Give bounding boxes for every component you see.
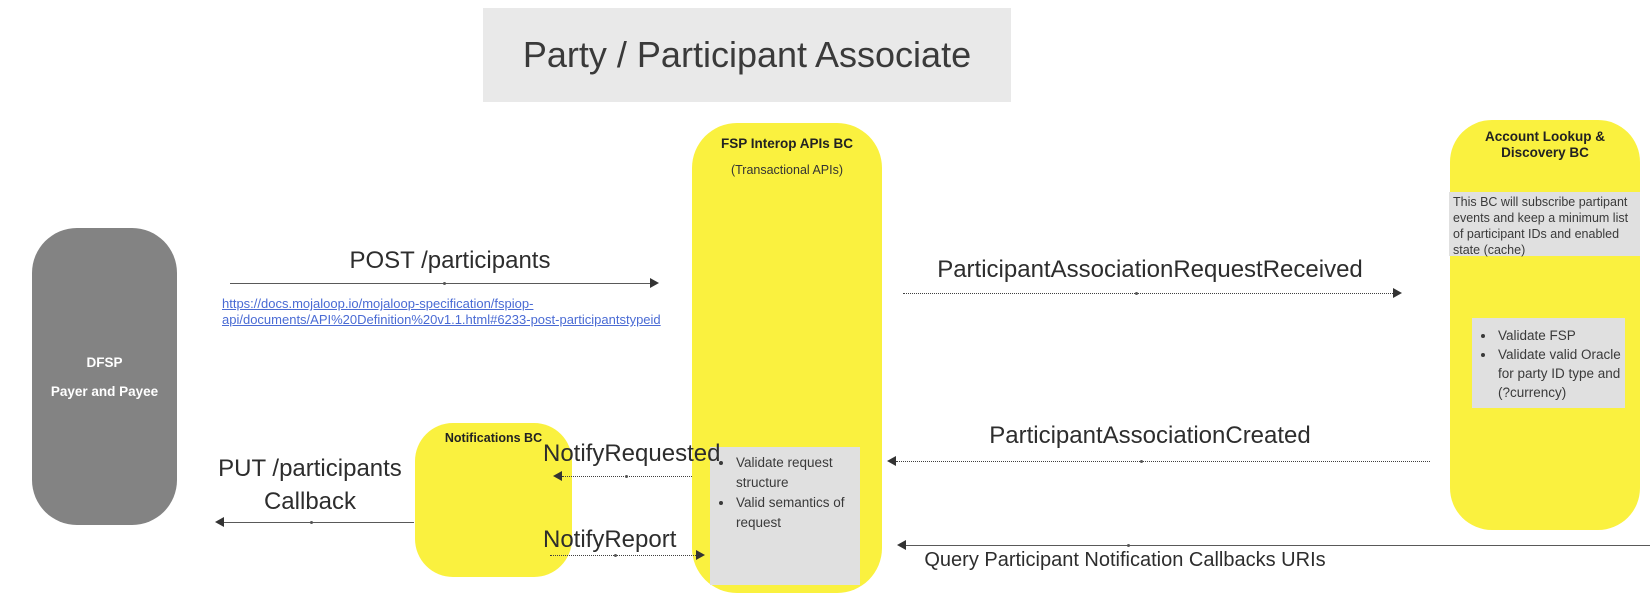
notifications-actor-box: Notifications BC xyxy=(415,423,572,577)
account-lookup-checks-list: Validate FSPValidate valid Oracle for pa… xyxy=(1474,326,1623,402)
bullet-item: Valid semantics of request xyxy=(734,493,856,533)
association-created-arrow-line xyxy=(896,461,1430,462)
query-callbacks-label: Query Participant Notification Callbacks… xyxy=(924,549,1326,571)
account-lookup-subscribe-note: This BC will subscribe partipant events … xyxy=(1449,192,1640,257)
account-lookup-title: Account Lookup & Discovery BC xyxy=(1485,129,1605,160)
waypoint-dot xyxy=(614,554,617,557)
put-callback-arrow-line xyxy=(224,522,414,523)
diagram-title: Party / Participant Associate xyxy=(522,34,972,75)
spec-link-line2[interactable]: api/documents/API%20Definition%20v1.1.ht… xyxy=(222,312,661,327)
waypoint-dot xyxy=(1135,292,1138,295)
spec-link-line1[interactable]: https://docs.mojaloop.io/mojaloop-specif… xyxy=(222,296,534,311)
waypoint-dot xyxy=(310,521,313,524)
request-received-label: ParticipantAssociationRequestReceived xyxy=(937,256,1363,283)
dfsp-sublabel: Payer and Payee xyxy=(50,383,159,399)
bullet-item: Validate request structure xyxy=(734,453,856,493)
waypoint-dot xyxy=(1140,460,1143,463)
post-participants-label: POST /participants xyxy=(349,247,551,274)
association-created-arrowhead-icon xyxy=(887,456,896,466)
notify-report-arrow-line xyxy=(550,555,696,556)
put-callback-label: PUT /participants Callback xyxy=(205,452,415,518)
dfsp-actor-box: DFSP Payer and Payee xyxy=(32,228,177,525)
fsp-interop-subtitle: (Transactional APIs) xyxy=(730,163,844,177)
fsp-validation-list: Validate request structureValid semantic… xyxy=(712,453,856,533)
subscribe-note-text: This BC will subscribe partipant events … xyxy=(1453,195,1629,257)
post-participants-arrow-line xyxy=(230,283,650,284)
post-participants-spec-link[interactable]: https://docs.mojaloop.io/mojaloop-specif… xyxy=(222,296,662,328)
bullet-item: Validate valid Oracle for party ID type … xyxy=(1496,345,1623,402)
put-callback-line1: PUT /participants xyxy=(218,455,402,482)
notify-report-label: NotifyReport xyxy=(543,526,677,553)
query-callbacks-arrowhead-icon xyxy=(897,540,906,550)
notifications-title: Notifications BC xyxy=(444,431,543,445)
fsp-interop-title: FSP Interop APIs BC xyxy=(720,136,854,151)
waypoint-dot xyxy=(625,475,628,478)
request-received-arrowhead-icon xyxy=(1393,288,1402,298)
fsp-validation-note: Validate request structureValid semantic… xyxy=(710,447,860,585)
notify-requested-arrowhead-icon xyxy=(553,471,562,481)
bullet-item: Validate FSP xyxy=(1496,326,1623,345)
diagram-title-banner: Party / Participant Associate xyxy=(483,8,1011,102)
query-callbacks-arrow-line xyxy=(906,545,1650,546)
association-created-label: ParticipantAssociationCreated xyxy=(989,422,1311,449)
dfsp-label: DFSP xyxy=(86,354,123,370)
put-callback-arrowhead-icon xyxy=(215,517,224,527)
account-lookup-checks-note: Validate FSPValidate valid Oracle for pa… xyxy=(1472,318,1625,408)
notify-requested-label: NotifyRequested xyxy=(543,440,721,467)
waypoint-dot xyxy=(1127,544,1130,547)
notify-report-arrowhead-icon xyxy=(696,550,705,560)
post-participants-arrowhead-icon xyxy=(650,278,659,288)
waypoint-dot xyxy=(443,282,446,285)
put-callback-line2: Callback xyxy=(263,488,357,515)
request-received-arrow-line xyxy=(903,293,1393,294)
